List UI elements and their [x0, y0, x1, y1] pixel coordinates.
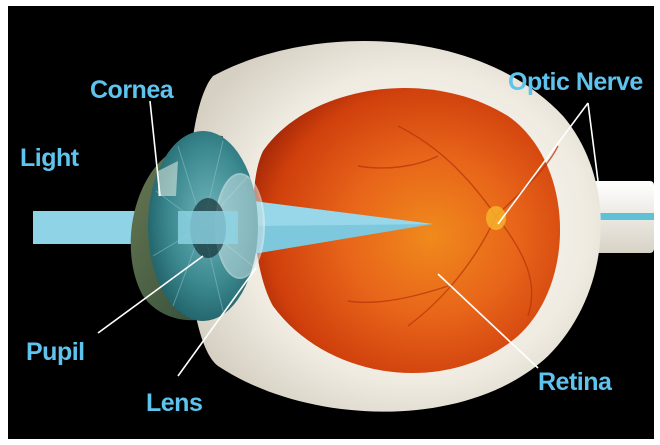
- light-beam-through-pupil: [178, 211, 238, 244]
- eye-anatomy-svg: Cornea Light Optic Nerve Pupil Lens Reti…: [8, 6, 654, 439]
- label-cornea: Cornea: [90, 76, 175, 104]
- label-light: Light: [20, 144, 80, 172]
- label-retina: Retina: [538, 368, 613, 396]
- label-optic-nerve: Optic Nerve: [508, 68, 643, 96]
- diagram-canvas: Cornea Light Optic Nerve Pupil Lens Reti…: [8, 6, 654, 439]
- label-pupil: Pupil: [26, 338, 85, 366]
- label-lens: Lens: [146, 389, 202, 417]
